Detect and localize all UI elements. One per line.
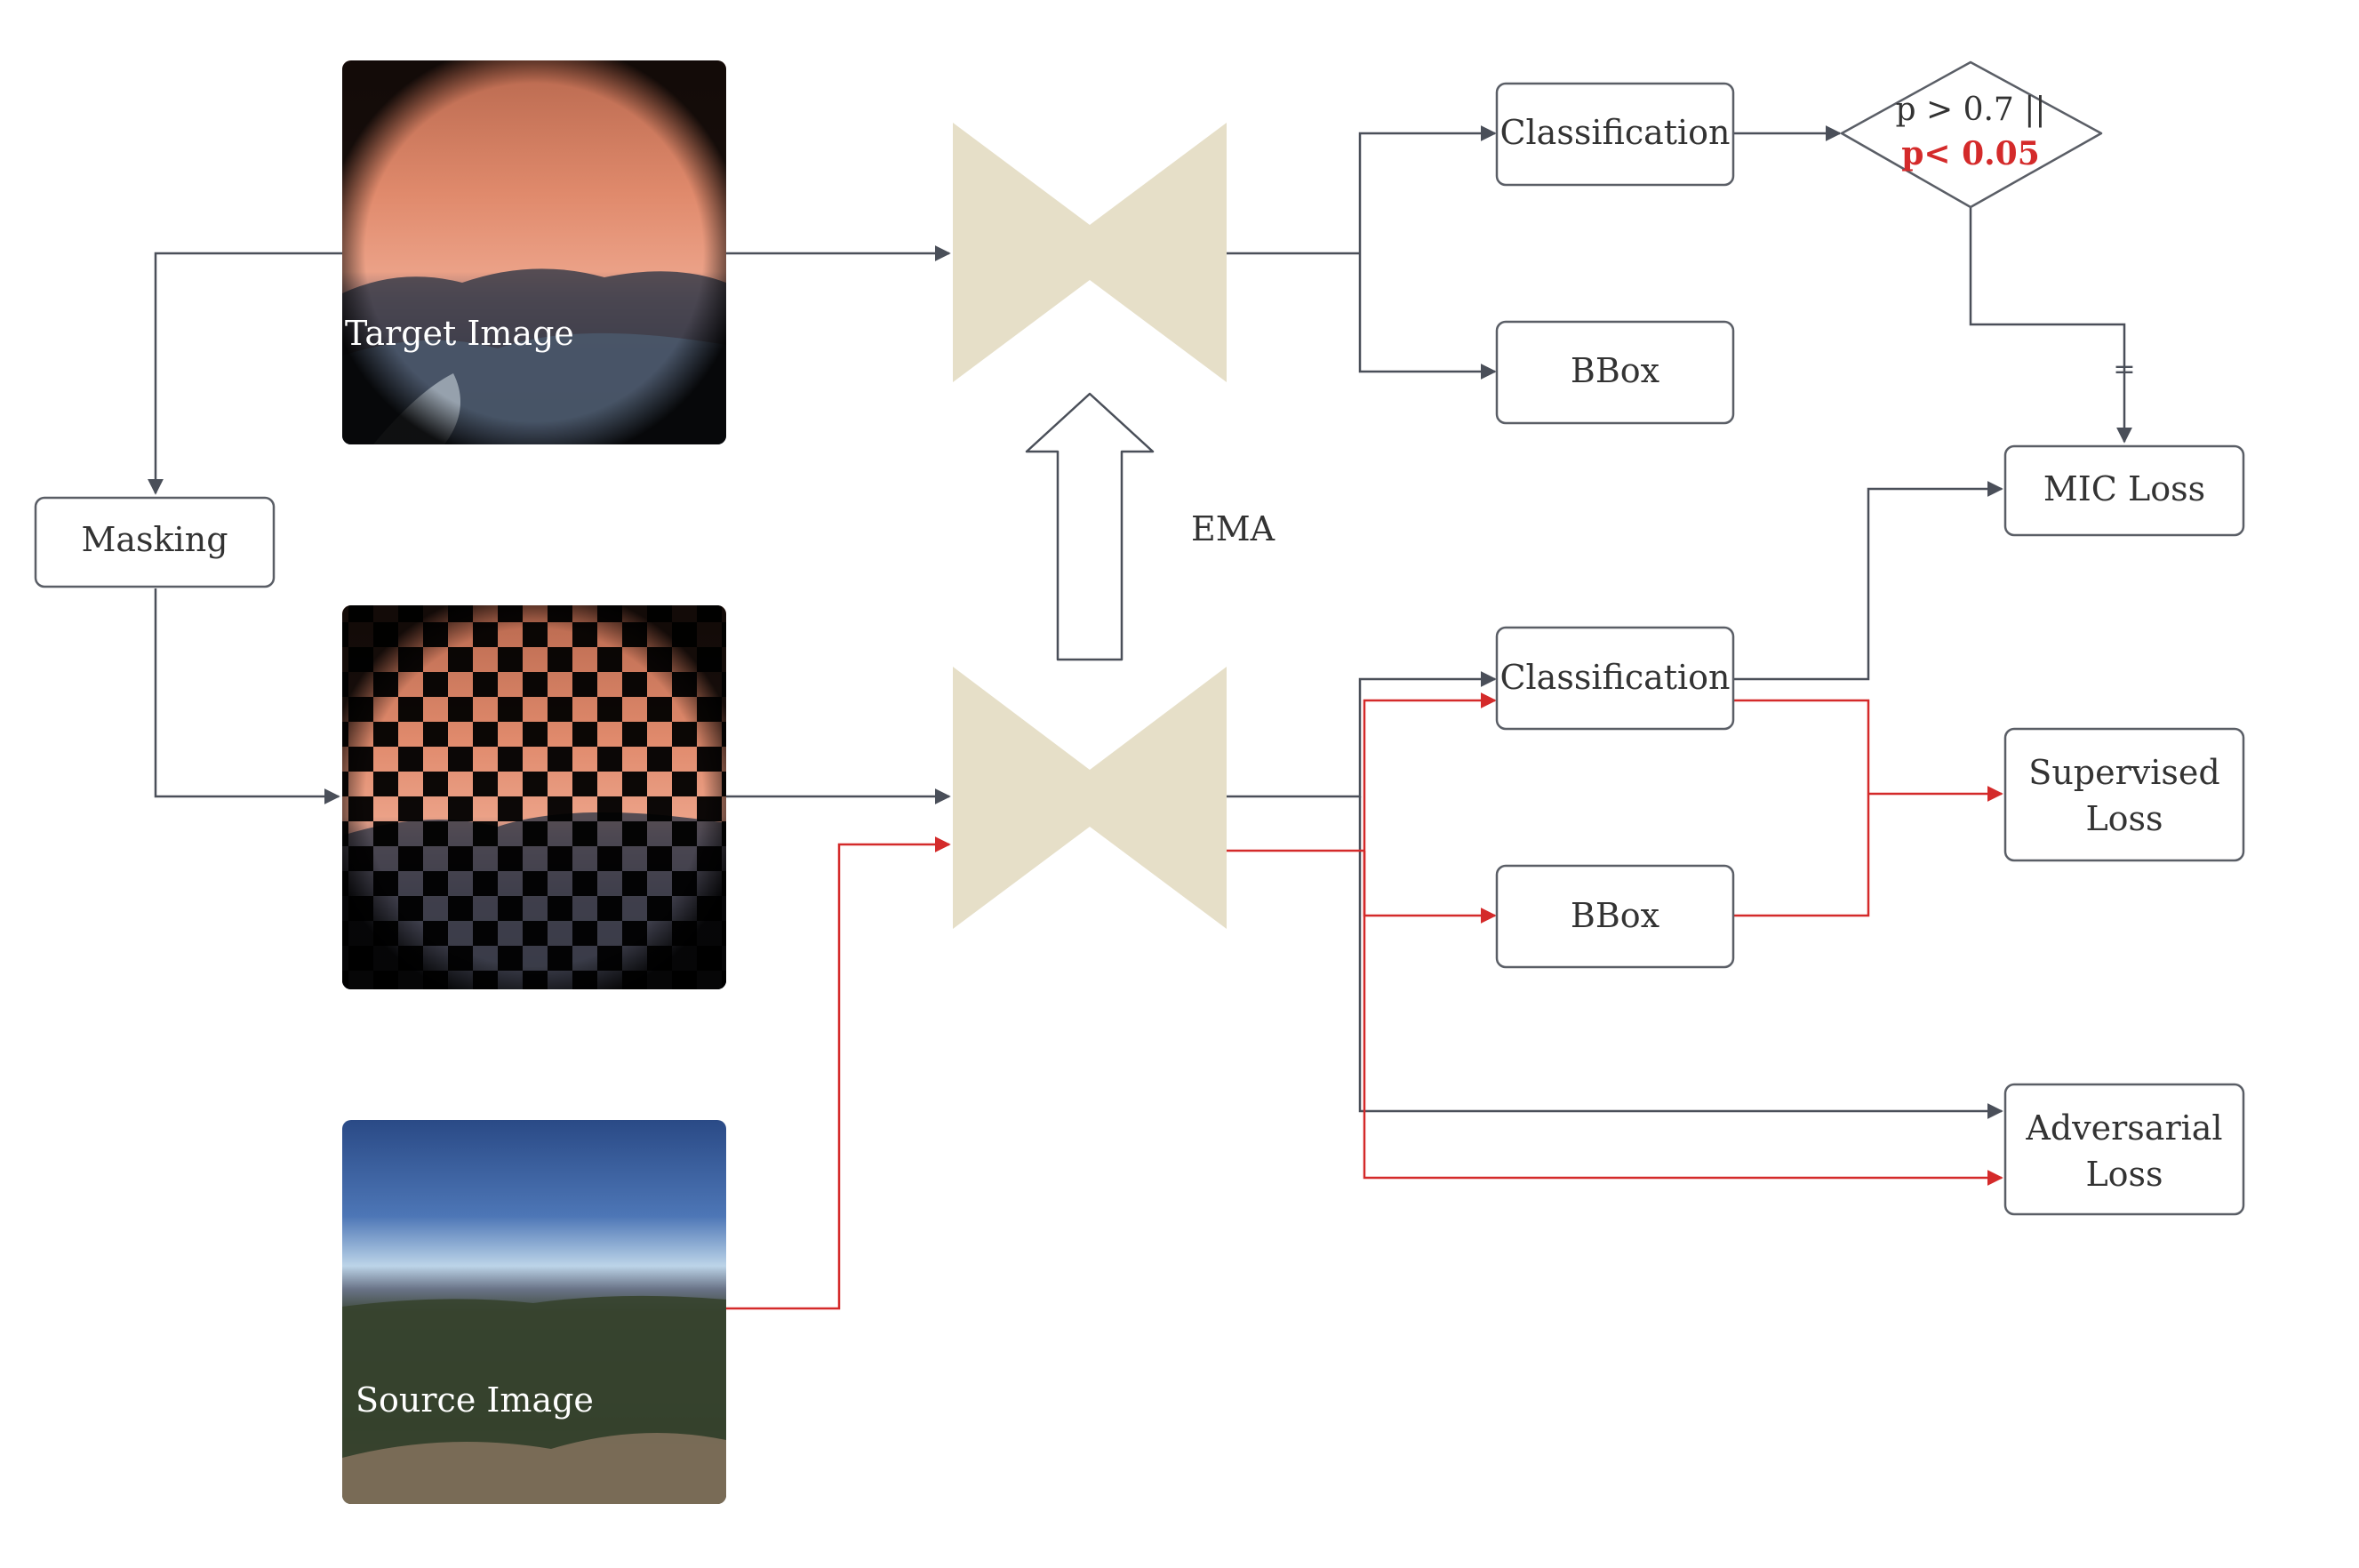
red-connectors [726,692,2003,1310]
gray-connectors [148,125,2132,1119]
classification-bottom-label: Classification [1499,658,1730,697]
supervised-loss-label-2: Loss [2085,799,2163,838]
masked-target-image [342,605,726,989]
decision-line-1: p > 0.7 || [1895,92,2045,128]
ema-label: EMA [1191,509,1275,548]
bbox-bottom-label: BBox [1571,896,1659,935]
bbox-top-label: BBox [1571,351,1659,390]
mic-loss-box [2003,444,2245,537]
adversarial-loss-label-1: Adversarial [2025,1108,2222,1148]
mic-loss-label: MIC Loss [2043,469,2205,508]
target-image: Target Image [342,60,726,444]
classification-bottom-box [1495,626,1735,731]
classification-top-label: Classification [1499,113,1730,152]
decision-line-2: p< 0.05 [1901,135,2040,172]
classification-top-box [1495,82,1735,187]
masking-box [34,496,276,588]
adversarial-loss-box [2003,1083,2245,1216]
equals-label: = [2113,354,2135,385]
source-image: Source Image [342,1120,726,1504]
source-image-label: Source Image [356,1380,594,1420]
target-image-label: Target Image [345,314,574,353]
adversarial-loss-label-2: Loss [2085,1155,2163,1194]
supervised-loss-label-1: Supervised [2028,753,2219,792]
supervised-loss-box [2003,727,2245,862]
student-network-shape [953,667,1227,929]
masking-label: Masking [81,520,228,559]
bbox-bottom-box [1495,864,1735,969]
teacher-network-shape [953,123,1227,382]
decision-diamond [1840,60,2103,209]
bbox-top-box [1495,320,1735,425]
ema-arrow [1025,392,1155,661]
